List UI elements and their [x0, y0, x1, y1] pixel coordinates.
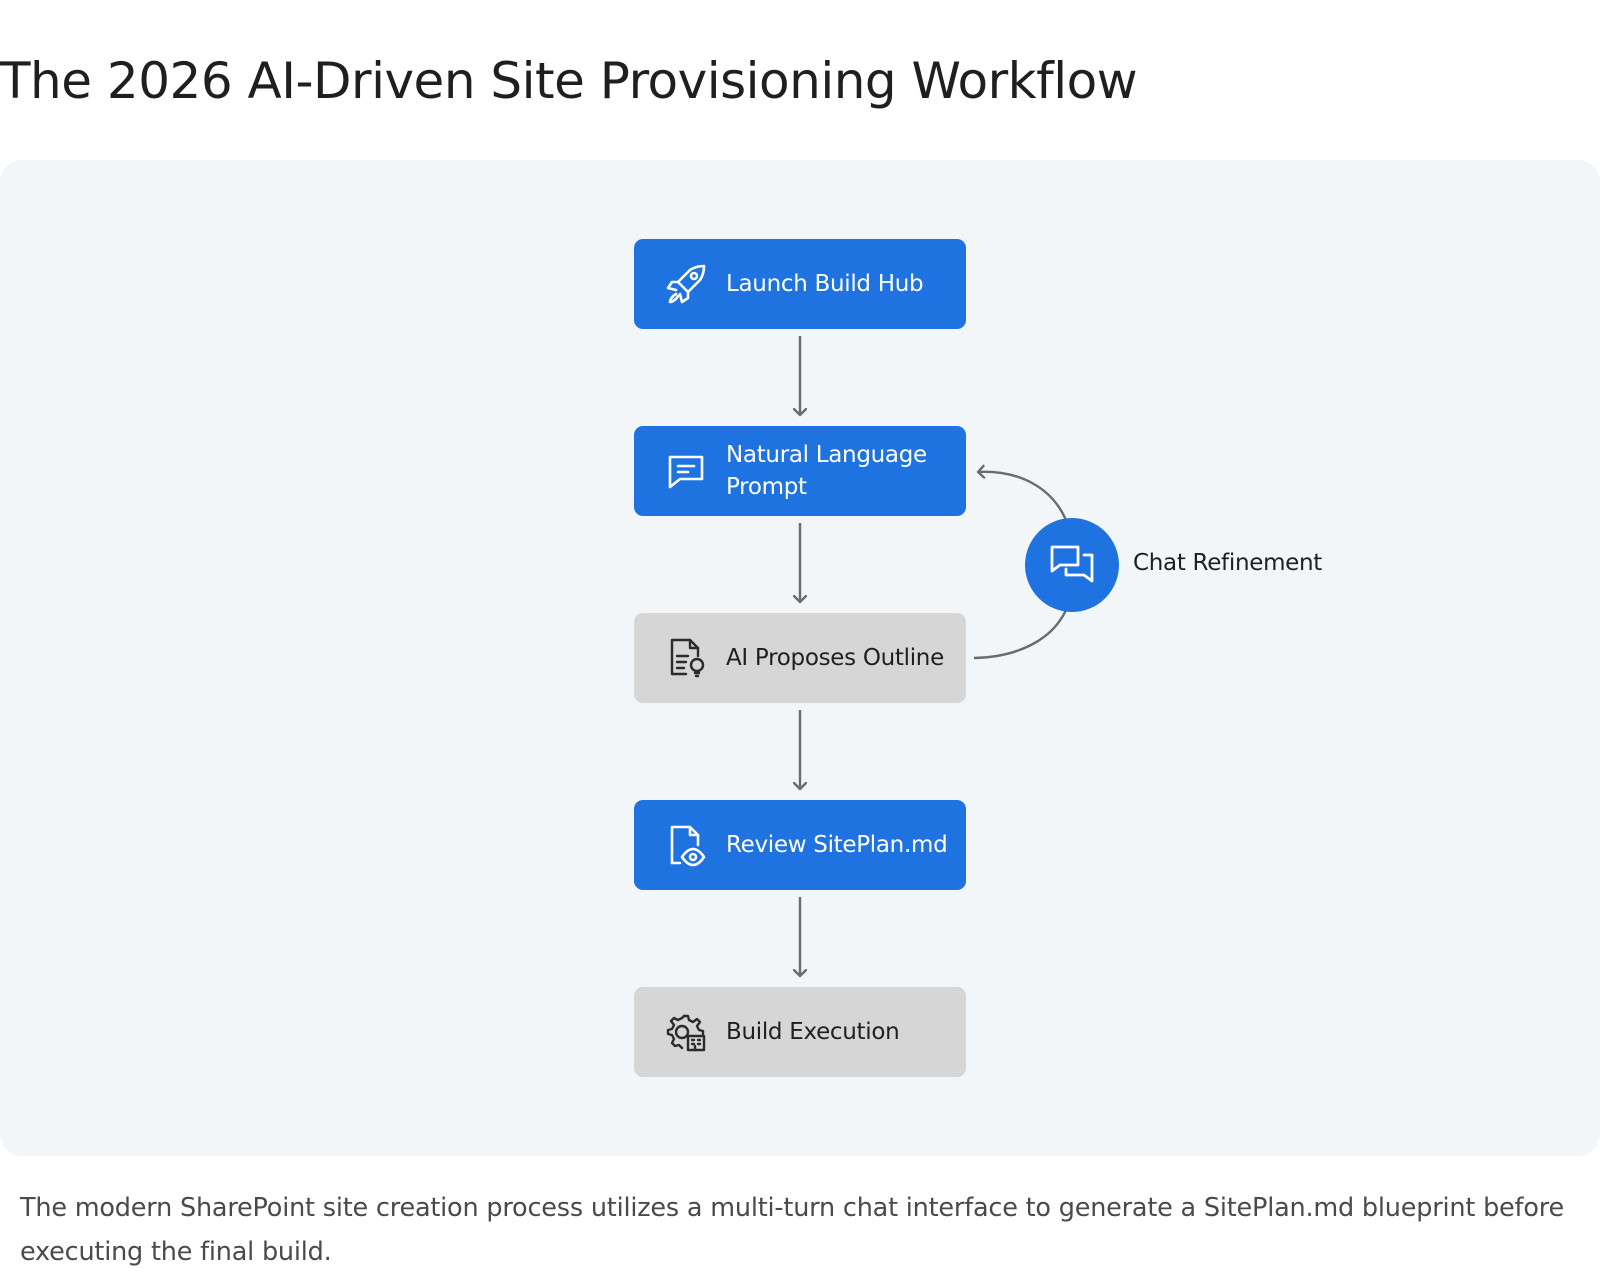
node-label: AI Proposes Outline — [726, 645, 944, 671]
node-ai-proposes-outline: AI Proposes Outline — [634, 613, 966, 703]
chat-refinement-label: Chat Refinement — [1133, 550, 1323, 576]
edge-outline-to-chat — [973, 609, 1068, 660]
node-label: Build Execution — [726, 1019, 900, 1045]
gear-building-icon — [662, 1008, 710, 1056]
diagram-connectors — [0, 336, 1068, 1156]
node-natural-language-prompt: Natural Language Prompt — [634, 426, 966, 516]
chat-bubbles-icon — [1050, 545, 1094, 583]
rocket-icon — [662, 260, 710, 308]
edge-chat-to-prompt — [978, 472, 1068, 521]
figure-caption: The modern SharePoint site creation proc… — [20, 1193, 1564, 1267]
node-label: Review SitePlan.md — [726, 832, 948, 858]
node-label: Launch Build Hub — [726, 271, 924, 297]
document-eye-icon — [662, 821, 710, 869]
node-build-execution: Build Execution — [634, 987, 966, 1077]
node-label: Natural Language Prompt — [726, 442, 927, 500]
workflow-diagram: Launch Build Hub Natural Language Prompt — [0, 160, 1600, 1156]
message-square-icon — [662, 447, 710, 495]
chat-refinement-node — [1025, 518, 1119, 612]
page-title: The 2026 AI-Driven Site Provisioning Wor… — [0, 52, 1138, 110]
document-lightbulb-icon — [662, 634, 710, 682]
node-launch-build-hub: Launch Build Hub — [634, 239, 966, 329]
node-review-siteplan: Review SitePlan.md — [634, 800, 966, 890]
